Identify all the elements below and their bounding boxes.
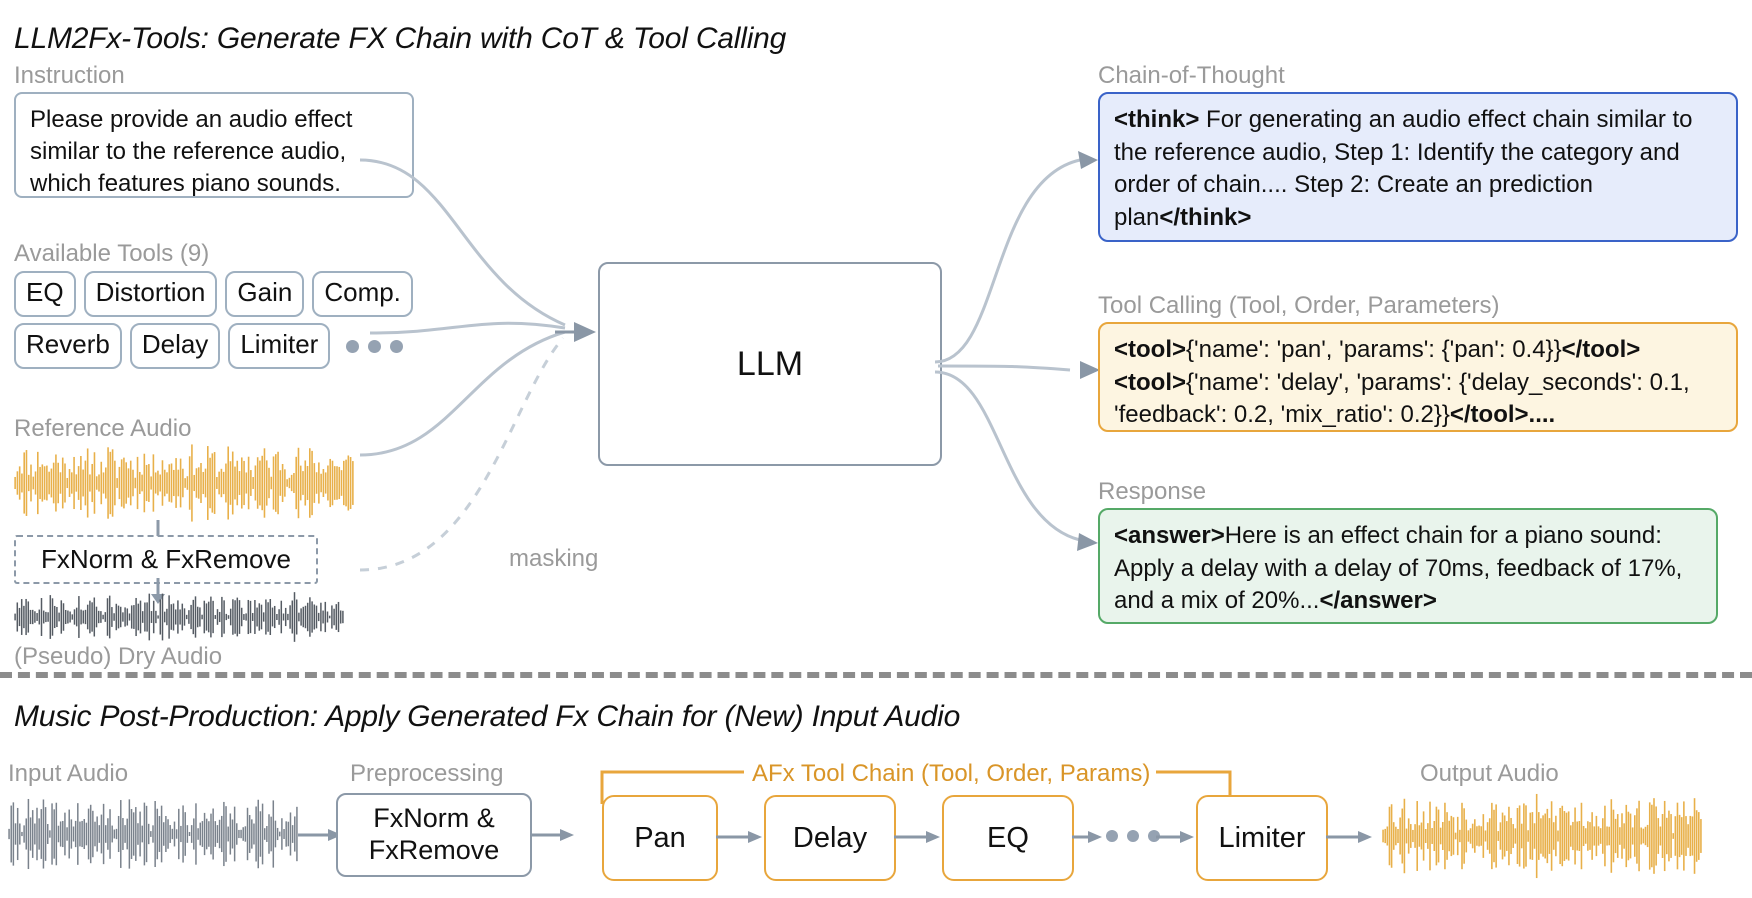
arrow-delay-to-eq-icon: [894, 831, 940, 843]
chain-ellipsis-icon: [1106, 830, 1160, 842]
chain-of-thought-label: Chain-of-Thought: [1098, 62, 1285, 89]
reference-audio-label: Reference Audio: [14, 415, 192, 442]
bottom-section-title: Music Post-Production: Apply Generated F…: [14, 700, 961, 733]
top-section-title: LLM2Fx-Tools: Generate FX Chain with CoT…: [14, 22, 787, 55]
masking-label: masking: [509, 545, 599, 572]
answer-body: Here is an effect chain for a piano soun…: [1114, 522, 1683, 615]
preprocessing-label: Preprocessing: [350, 760, 504, 787]
arrow-pan-to-delay-icon: [716, 831, 762, 843]
tool-body-2: {'name': 'delay', 'params': {'delay_seco…: [1114, 368, 1690, 429]
tool-body-1: {'name': 'pan', 'params': {'pan': 0.4}}: [1186, 336, 1562, 363]
arrow-input-to-preprocessing-icon: [298, 829, 342, 841]
tool-chip-row-1: EQ Distortion Gain Comp.: [14, 271, 413, 317]
reference-audio-waveform: [14, 444, 354, 522]
more-tools-ellipsis-icon: [346, 339, 404, 353]
tool-close-tag-2: </tool>....: [1449, 401, 1556, 429]
output-audio-label: Output Audio: [1420, 760, 1559, 787]
arrow-preprocessing-to-pan-icon: [530, 829, 574, 841]
arrow-limiter-to-output-icon: [1326, 831, 1372, 843]
fxnorm-down-arrow-icon: [151, 578, 165, 604]
fx-box-delay[interactable]: Delay: [764, 795, 896, 881]
think-body: For generating an audio effect chain sim…: [1114, 106, 1693, 231]
think-close-tag: </think>: [1159, 203, 1252, 231]
instruction-label: Instruction: [14, 62, 125, 89]
llm-box: LLM: [598, 262, 942, 466]
dry-audio-waveform: [14, 592, 344, 642]
chain-of-thought-box: <think> For generating an audio effect c…: [1098, 92, 1738, 242]
fx-box-pan[interactable]: Pan: [602, 795, 718, 881]
tool-chip-reverb[interactable]: Reverb: [14, 323, 122, 369]
llm-label: LLM: [736, 344, 804, 383]
fx-box-eq[interactable]: EQ: [942, 795, 1074, 881]
tool-open-tag-2: <tool>: [1114, 368, 1187, 396]
tool-call-line-1: <tool>{'name': 'pan', 'params': {'pan': …: [1114, 334, 1722, 367]
tool-close-tag-1: </tool>: [1561, 336, 1641, 363]
tool-chip-delay[interactable]: Delay: [129, 323, 221, 369]
preprocessing-box: FxNorm & FxRemove: [336, 793, 532, 877]
arrow-ellipsis-to-limiter-icon: [1156, 831, 1194, 843]
tool-chip-distortion[interactable]: Distortion: [83, 271, 218, 317]
dry-audio-label: (Pseudo) Dry Audio: [14, 643, 223, 670]
afx-chain-bracket: [600, 770, 1232, 804]
tool-chip-eq[interactable]: EQ: [14, 271, 76, 317]
llm-input-connectors: [359, 158, 596, 572]
fxnorm-fxremove-block: FxNorm & FxRemove: [14, 535, 318, 584]
tool-chip-comp[interactable]: Comp.: [312, 271, 413, 317]
ref-to-fxnorm-connector: [156, 520, 160, 536]
input-audio-waveform: [8, 798, 298, 870]
answer-open-tag: <answer>: [1114, 522, 1225, 549]
think-open-tag: <think>: [1114, 106, 1200, 133]
tool-calling-label: Tool Calling (Tool, Order, Parameters): [1098, 292, 1500, 319]
tool-call-line-2: <tool>{'name': 'delay', 'params': {'dela…: [1114, 367, 1722, 432]
instruction-box: Please provide an audio effect similar t…: [14, 92, 414, 198]
tool-chip-limiter[interactable]: Limiter: [228, 323, 331, 369]
preprocessing-line-2: FxRemove: [368, 835, 500, 865]
fx-box-limiter[interactable]: Limiter: [1196, 795, 1328, 881]
available-tools-label: Available Tools (9): [14, 240, 210, 267]
arrow-eq-to-ellipsis-icon: [1072, 831, 1102, 843]
tool-open-tag-1: <tool>: [1114, 336, 1187, 363]
tool-chip-row-2: Reverb Delay Limiter: [14, 323, 404, 369]
llm-output-connectors: [934, 151, 1100, 551]
answer-close-tag: </answer>: [1319, 587, 1437, 615]
instruction-text: Please provide an audio effect similar t…: [30, 106, 353, 197]
output-audio-waveform: [1382, 793, 1702, 879]
preprocessing-line-1: FxNorm &: [373, 803, 495, 834]
afx-chain-label: AFx Tool Chain (Tool, Order, Params): [752, 760, 1151, 787]
response-label: Response: [1098, 478, 1207, 505]
tool-calling-box: <tool>{'name': 'pan', 'params': {'pan': …: [1098, 322, 1738, 432]
fxnorm-fxremove-label: FxNorm & FxRemove: [41, 544, 291, 574]
section-divider: [0, 672, 1752, 678]
tool-chip-gain[interactable]: Gain: [225, 271, 305, 317]
input-audio-label: Input Audio: [8, 760, 129, 787]
response-box: <answer>Here is an effect chain for a pi…: [1098, 508, 1718, 624]
